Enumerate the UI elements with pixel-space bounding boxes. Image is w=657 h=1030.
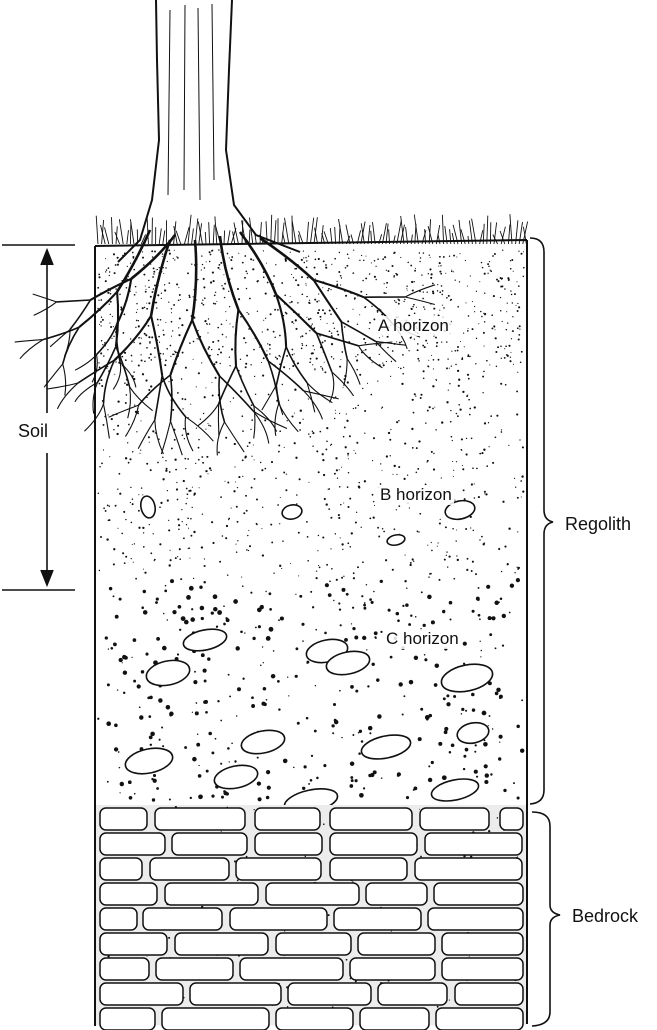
bedrock-block — [415, 858, 522, 880]
bedrock-blocks — [100, 808, 523, 1030]
bedrock-block — [425, 833, 522, 855]
bedrock-block — [100, 933, 167, 955]
bedrock-block — [358, 933, 435, 955]
bedrock-block — [150, 858, 229, 880]
bedrock-block — [360, 1008, 429, 1030]
a-horizon-label: A horizon — [376, 316, 451, 336]
bedrock-block — [172, 833, 247, 855]
bedrock-block — [165, 883, 258, 905]
bedrock-block — [276, 1008, 353, 1030]
bark-line — [168, 10, 170, 195]
bedrock-block — [288, 983, 371, 1005]
bedrock-block — [428, 908, 523, 930]
bedrock-block — [175, 933, 268, 955]
bedrock-block — [420, 808, 489, 830]
bedrock-block — [330, 858, 407, 880]
pebble — [239, 727, 287, 758]
b-horizon-label: B horizon — [378, 485, 454, 505]
regolith-brace — [530, 238, 553, 804]
bedrock-block — [330, 808, 412, 830]
surface-grass — [96, 214, 527, 244]
pebble — [386, 533, 406, 547]
bedrock-block — [155, 808, 245, 830]
bedrock-block — [436, 1008, 523, 1030]
bedrock-block — [100, 958, 149, 980]
bedrock-block — [434, 883, 523, 905]
pebble — [144, 657, 192, 690]
bedrock-block — [276, 933, 351, 955]
bark-line — [212, 4, 214, 180]
bedrock-block — [350, 958, 435, 980]
bedrock-block — [330, 833, 417, 855]
bedrock-block — [100, 883, 157, 905]
bedrock-label: Bedrock — [572, 906, 638, 927]
bedrock-block — [255, 808, 320, 830]
bedrock-block — [500, 808, 523, 830]
bark-line — [198, 8, 200, 200]
bedrock-block — [156, 958, 233, 980]
bedrock-block — [230, 908, 327, 930]
c-horizon-label: C horizon — [384, 629, 461, 649]
bedrock-block — [240, 958, 343, 980]
bedrock-block — [334, 908, 421, 930]
pebble — [212, 762, 260, 793]
bedrock-block — [143, 908, 222, 930]
bedrock-block — [255, 833, 322, 855]
soil-label: Soil — [18, 421, 48, 442]
bedrock-block — [100, 808, 147, 830]
regolith-label: Regolith — [565, 514, 631, 535]
bedrock-block — [100, 983, 183, 1005]
pebble — [181, 626, 228, 655]
bedrock-block — [100, 833, 165, 855]
pebble — [139, 495, 157, 519]
bedrock-block — [455, 983, 523, 1005]
bedrock-block — [442, 958, 523, 980]
pebble — [429, 775, 480, 805]
bedrock-block — [162, 1008, 269, 1030]
bark-line — [184, 5, 185, 190]
pebble — [281, 503, 303, 521]
pebble — [439, 660, 495, 696]
soil-speckles — [97, 249, 524, 801]
pebble — [359, 731, 412, 763]
bedrock-block — [236, 858, 321, 880]
bedrock-block — [442, 933, 523, 955]
pebbles — [123, 495, 495, 818]
pebble — [123, 744, 175, 777]
bedrock-block — [378, 983, 447, 1005]
bedrock-block — [100, 908, 137, 930]
bedrock-block — [100, 858, 142, 880]
bedrock-brace — [532, 812, 560, 1026]
bedrock-block — [190, 983, 281, 1005]
soil-depth-marker — [2, 245, 75, 590]
bedrock-block — [266, 883, 359, 905]
bedrock-block — [366, 883, 427, 905]
tree-roots — [15, 230, 435, 455]
bedrock-block — [100, 1008, 155, 1030]
